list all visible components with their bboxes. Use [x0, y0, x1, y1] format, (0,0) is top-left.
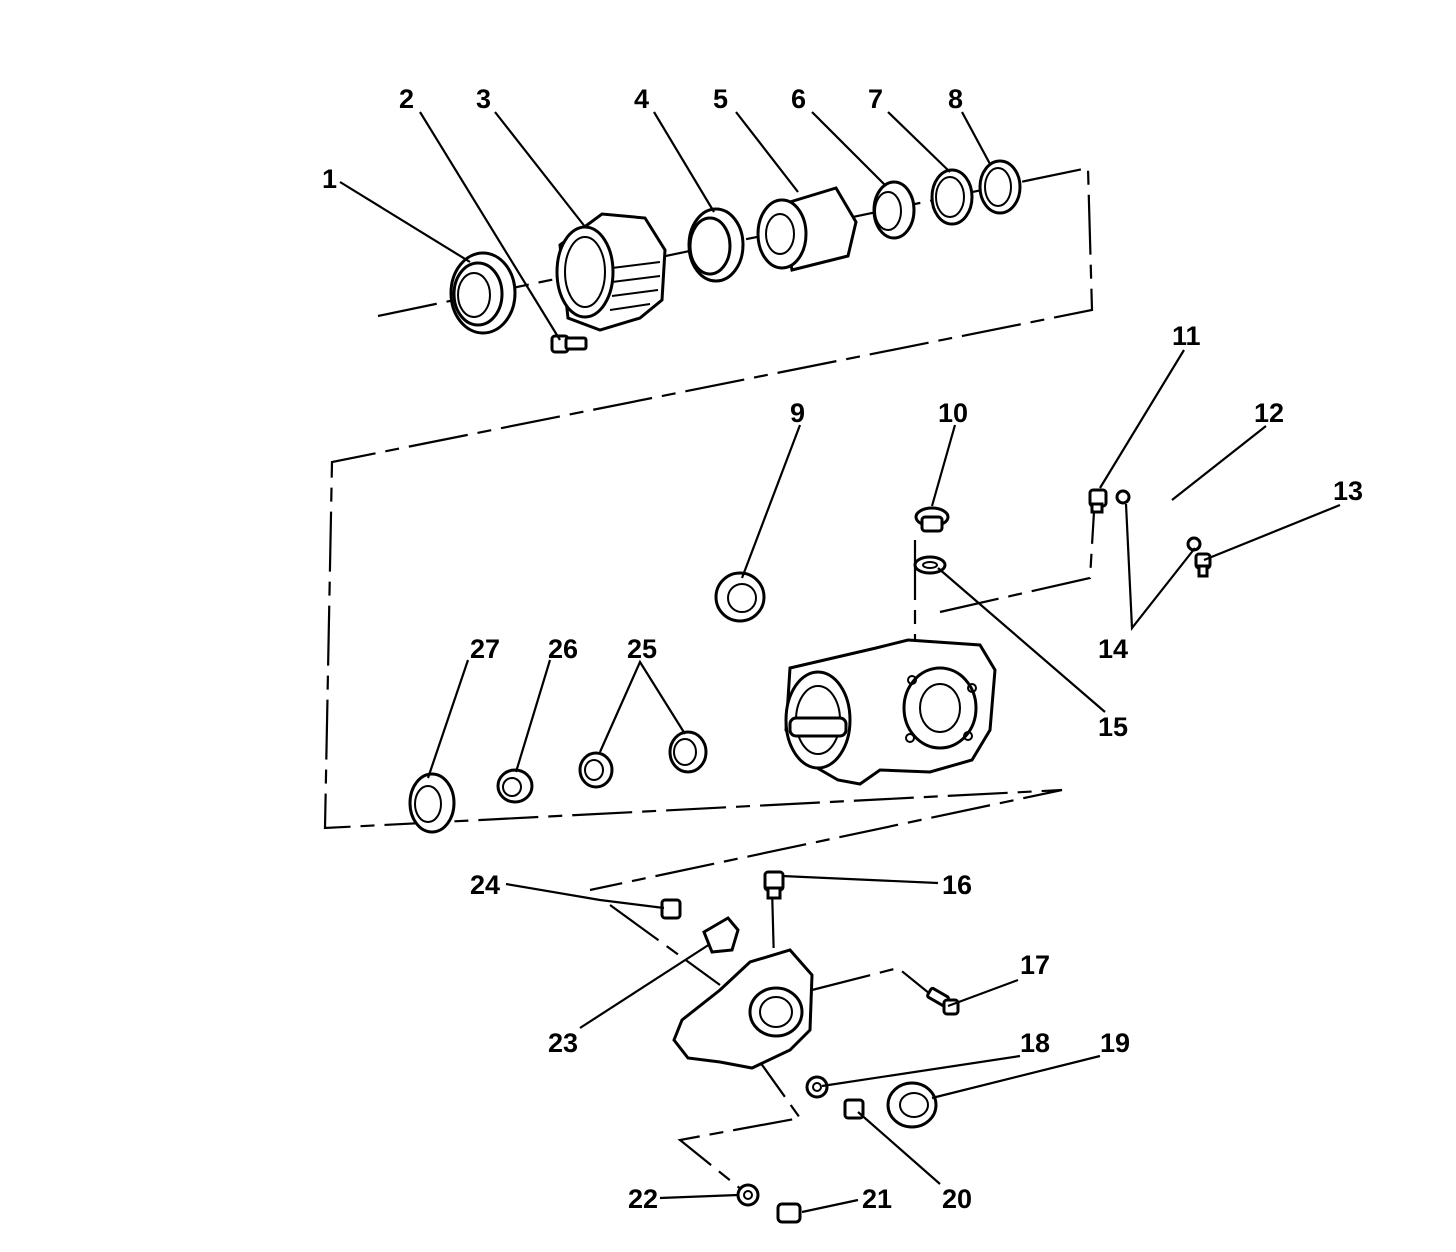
callout-11: 11	[1172, 321, 1201, 351]
part-2-bolt	[550, 334, 588, 354]
part-24-bolt	[660, 898, 682, 920]
part-6-bearing	[872, 180, 916, 240]
callout-14: 14	[1098, 634, 1128, 664]
part-27-seal	[408, 772, 456, 834]
callout-15: 15	[1098, 712, 1128, 742]
lower-cover	[672, 948, 814, 1070]
part-22-nut	[736, 1183, 760, 1207]
callout-9: 9	[790, 398, 805, 428]
callout-5: 5	[713, 84, 728, 114]
callout-10: 10	[938, 398, 968, 428]
part-10-plug	[914, 506, 950, 533]
assembly-axis	[323, 166, 1096, 1191]
callout-17: 17	[1020, 950, 1050, 980]
callout-26: 26	[548, 634, 578, 664]
callout-20: 20	[942, 1184, 972, 1214]
part-17-bolt	[926, 986, 960, 1016]
part-25-bearing	[578, 751, 614, 789]
main-case	[784, 638, 997, 786]
part-11-vent-fitting	[1088, 488, 1108, 514]
callout-12: 12	[1254, 398, 1284, 428]
callout-27: 27	[470, 634, 500, 664]
callout-19: 19	[1100, 1028, 1130, 1058]
part-12-vent-hose	[1127, 494, 1194, 539]
part-13-vent-cap	[1194, 552, 1212, 578]
part-9-seal	[714, 571, 766, 623]
part-3-housing	[555, 212, 667, 332]
callout-13: 13	[1333, 476, 1363, 506]
callout-3: 3	[476, 84, 491, 114]
callout-25: 25	[627, 634, 657, 664]
part-16-plug	[763, 870, 785, 900]
part-19-seal	[886, 1081, 938, 1129]
callout-24: 24	[470, 870, 500, 900]
part-18-washer	[805, 1075, 829, 1099]
leader-lines	[339, 111, 1341, 1214]
callout-2: 2	[399, 84, 414, 114]
callout-6: 6	[791, 84, 806, 114]
part-26-spacer	[496, 768, 534, 804]
callout-labels: 1 2 3 4 5 6 7 8 9 10 11 12 13 14 15 16 1…	[322, 84, 1363, 1214]
part-21-bolt	[776, 1202, 802, 1224]
part-23-bracket	[702, 916, 740, 954]
callout-21: 21	[862, 1184, 892, 1214]
part-25-bearing-cup	[668, 730, 708, 774]
part-5-sleeve	[756, 186, 858, 272]
part-8-seal	[978, 159, 1022, 215]
part-7-ring	[930, 168, 974, 226]
part-1-seal	[449, 251, 517, 335]
callout-1: 1	[322, 164, 337, 194]
callout-18: 18	[1020, 1028, 1050, 1058]
callout-8: 8	[948, 84, 963, 114]
callout-16: 16	[942, 870, 972, 900]
part-14-clamp	[1115, 489, 1202, 552]
part-4-bearing-cup	[687, 207, 745, 283]
callout-22: 22	[628, 1184, 658, 1214]
callout-4: 4	[634, 84, 649, 114]
callout-23: 23	[548, 1028, 578, 1058]
callout-7: 7	[868, 84, 883, 114]
